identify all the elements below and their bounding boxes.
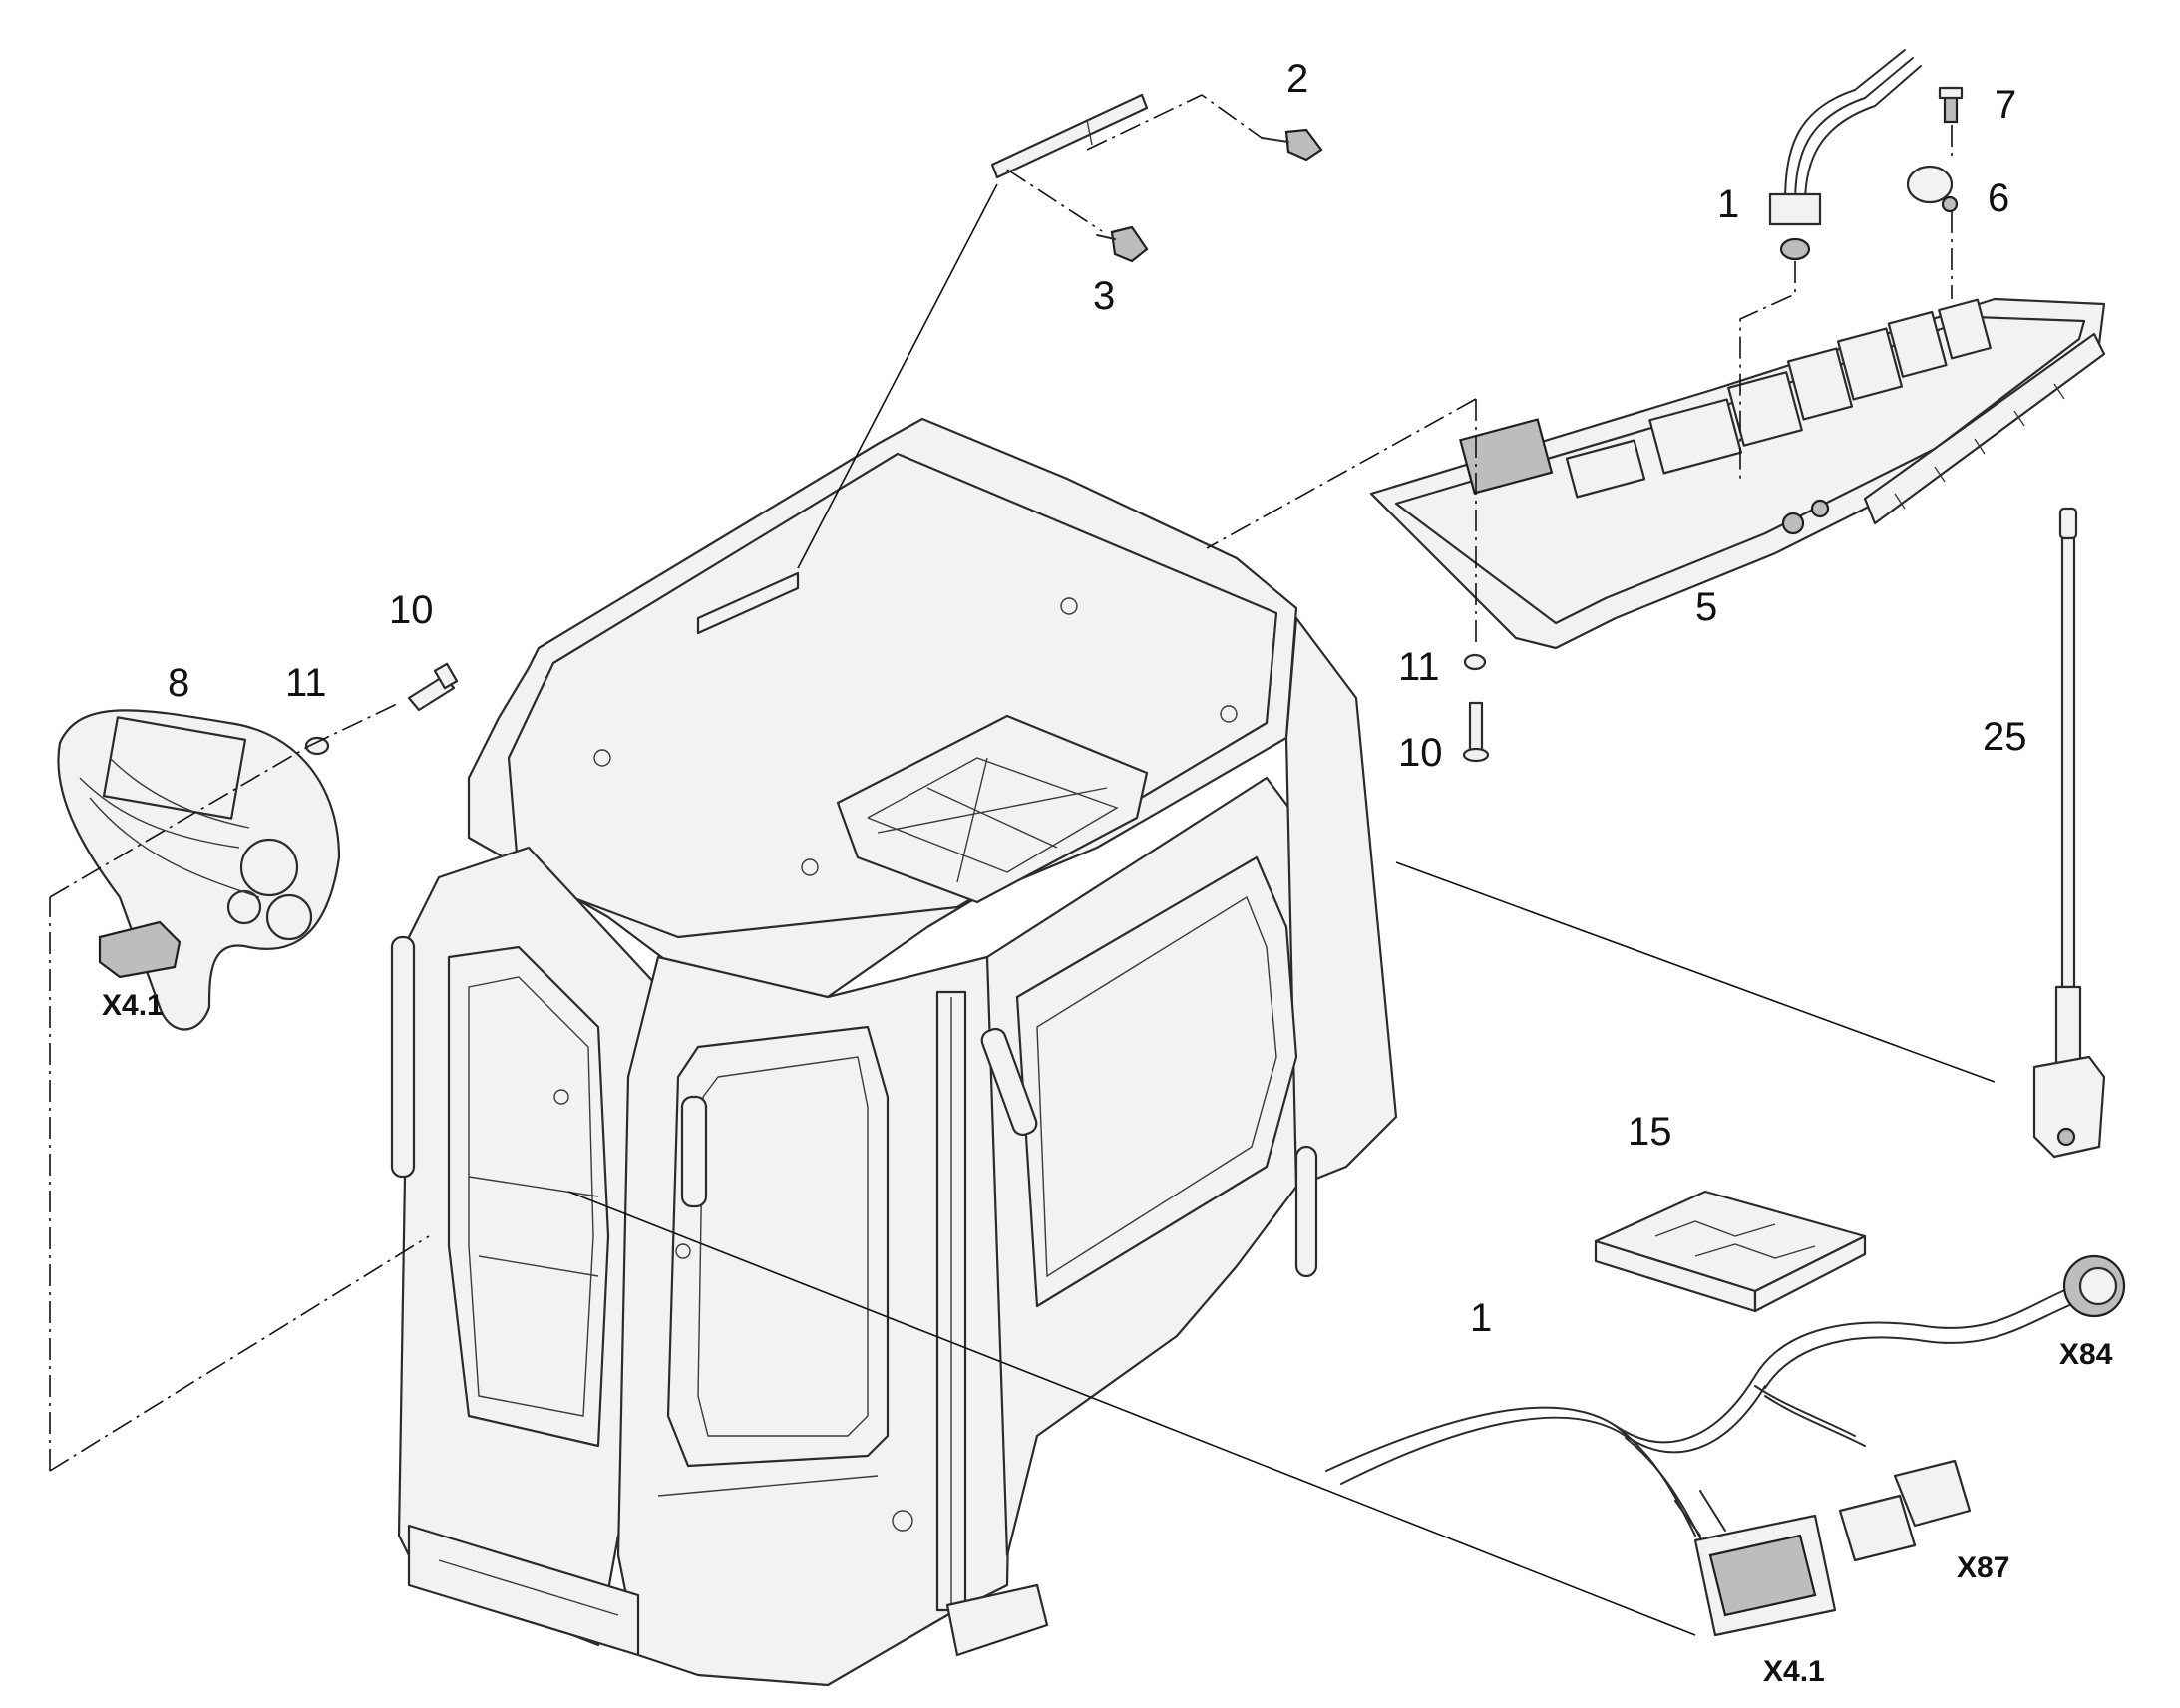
antenna (2032, 507, 2106, 1159)
callout-1-top: 1 (1717, 182, 1739, 226)
callout-15: 15 (1628, 1110, 1672, 1154)
callout-8: 8 (168, 661, 189, 705)
label-x41-bottom: X4.1 (1763, 1655, 1825, 1688)
callout-10-right: 10 (1398, 731, 1443, 775)
relay-panel (1369, 297, 2106, 650)
operator-manual (1594, 1190, 1867, 1313)
cab-frame (390, 417, 1398, 1687)
callout-2: 2 (1286, 57, 1308, 101)
washer-11-right (1463, 653, 1487, 671)
roof-hatch (836, 714, 1149, 904)
callout-5: 5 (1695, 585, 1717, 629)
clamp-assembly (1906, 86, 1964, 213)
instrument-panel (57, 709, 341, 1031)
callout-7: 7 (1995, 83, 2016, 127)
leader-lines (49, 94, 1996, 1636)
washer-11-left (304, 736, 330, 756)
callout-11-right: 11 (1398, 645, 1440, 689)
connector-x87-b (1838, 1494, 1917, 1562)
wiring-harness (1325, 1254, 2126, 1637)
label-x87: X87 (1957, 1551, 2009, 1584)
callout-6: 6 (1988, 176, 2009, 220)
bolt-10-right (1468, 701, 1484, 755)
clamp-6 (1906, 165, 1954, 204)
screw-3 (1110, 225, 1149, 263)
callout-10-left: 10 (389, 588, 434, 632)
callout-11-left: 11 (285, 661, 327, 705)
left-fasteners (304, 662, 459, 756)
wire-grommet (1768, 49, 1922, 261)
connector-x87-a (1893, 1459, 1972, 1528)
callout-3: 3 (1093, 274, 1115, 318)
right-fasteners (1462, 653, 1490, 763)
callout-1-bottom: 1 (1470, 1296, 1492, 1340)
label-x41-left: X4.1 (102, 989, 164, 1022)
bracket-assembly (990, 93, 1323, 263)
callout-25: 25 (1983, 715, 2027, 759)
screw-2 (1284, 128, 1323, 162)
antenna-base (2032, 1055, 2106, 1159)
connector-x41-left (98, 920, 182, 979)
label-x84: X84 (2059, 1338, 2113, 1371)
roof-bracket (990, 93, 1149, 179)
connector-labels: X4.1 X84 X87 X4.1 (102, 989, 2113, 1688)
callouts: 2 3 7 6 1 5 11 10 25 10 8 11 15 1 (168, 57, 2027, 1340)
